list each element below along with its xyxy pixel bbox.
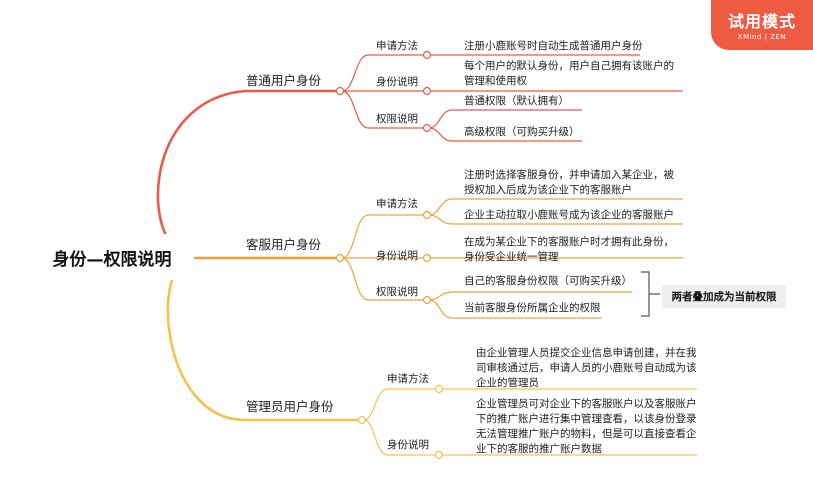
- detail-normal-identity[interactable]: 每个用户的默认身份，用户自己拥有该账户的管理和使用权: [464, 60, 674, 87]
- topic-admin-user[interactable]: 管理员用户身份: [246, 399, 334, 414]
- detail-normal-rights-1[interactable]: 普通权限（默认拥有）: [464, 95, 569, 107]
- summary-note[interactable]: 两者叠加成为当前权限: [662, 285, 786, 308]
- subtopic-service-identity[interactable]: 身份说明: [376, 250, 418, 262]
- subtopic-normal-identity[interactable]: 身份说明: [376, 76, 418, 88]
- root-topic[interactable]: 身份—权限说明: [30, 234, 194, 280]
- detail-normal-rights-2[interactable]: 高级权限（可购买升级）: [464, 126, 580, 138]
- collapse-node-service[interactable]: [335, 253, 345, 263]
- subtopic-admin-apply[interactable]: 申请方法: [387, 373, 429, 385]
- summary-bracket: [641, 271, 660, 317]
- subtopic-normal-apply[interactable]: 申请方法: [376, 40, 418, 52]
- connector-root-admin: [166, 256, 360, 422]
- detail-service-apply-1[interactable]: 注册时选择客服身份，并申请加入某企业，被授权加入后成为该企业下的客服账户: [464, 169, 674, 196]
- trial-mode-label: 试用模式: [727, 12, 796, 31]
- detail-service-apply-2[interactable]: 企业主动拉取小鹿账号成为该企业的客服账户: [464, 209, 674, 221]
- collapse-node-normal[interactable]: [335, 86, 345, 96]
- detail-service-rights-2[interactable]: 当前客服身份所属企业的权限: [464, 302, 601, 314]
- detail-admin-identity[interactable]: 企业管理员可对企业下的客服账户以及客服账户下的推广账户进行集中管理查看，以该身份…: [476, 398, 697, 455]
- subtopic-service-apply[interactable]: 申请方法: [376, 198, 418, 210]
- topic-normal-user[interactable]: 普通用户身份: [246, 73, 322, 88]
- detail-normal-apply[interactable]: 注册小鹿账号时自动生成普通用户身份: [464, 40, 643, 52]
- detail-admin-apply[interactable]: 由企业管理人员提交企业信息申请创建，并在我司审核通过后，申请人员的小鹿账号自动成…: [476, 347, 697, 389]
- xmind-brand: XMind | ZEN: [737, 33, 787, 41]
- subtopic-service-rights[interactable]: 权限说明: [376, 286, 418, 298]
- root-title: 身份—权限说明: [52, 249, 172, 270]
- trial-mode-badge[interactable]: 试用模式 XMind | ZEN: [711, 0, 813, 50]
- collapse-node-admin[interactable]: [357, 415, 367, 425]
- topic-service-user[interactable]: 客服用户身份: [246, 237, 322, 252]
- connector-root-normal: [156, 89, 338, 260]
- subtopic-admin-identity[interactable]: 身份说明: [387, 439, 429, 451]
- detail-service-rights-1[interactable]: 自己的客服身份权限（可购买升级）: [464, 275, 632, 287]
- detail-service-identity[interactable]: 在成为某企业下的客服账户时才拥有此身份，身份受企业统一管理: [464, 236, 674, 263]
- subtopic-normal-rights[interactable]: 权限说明: [376, 113, 418, 125]
